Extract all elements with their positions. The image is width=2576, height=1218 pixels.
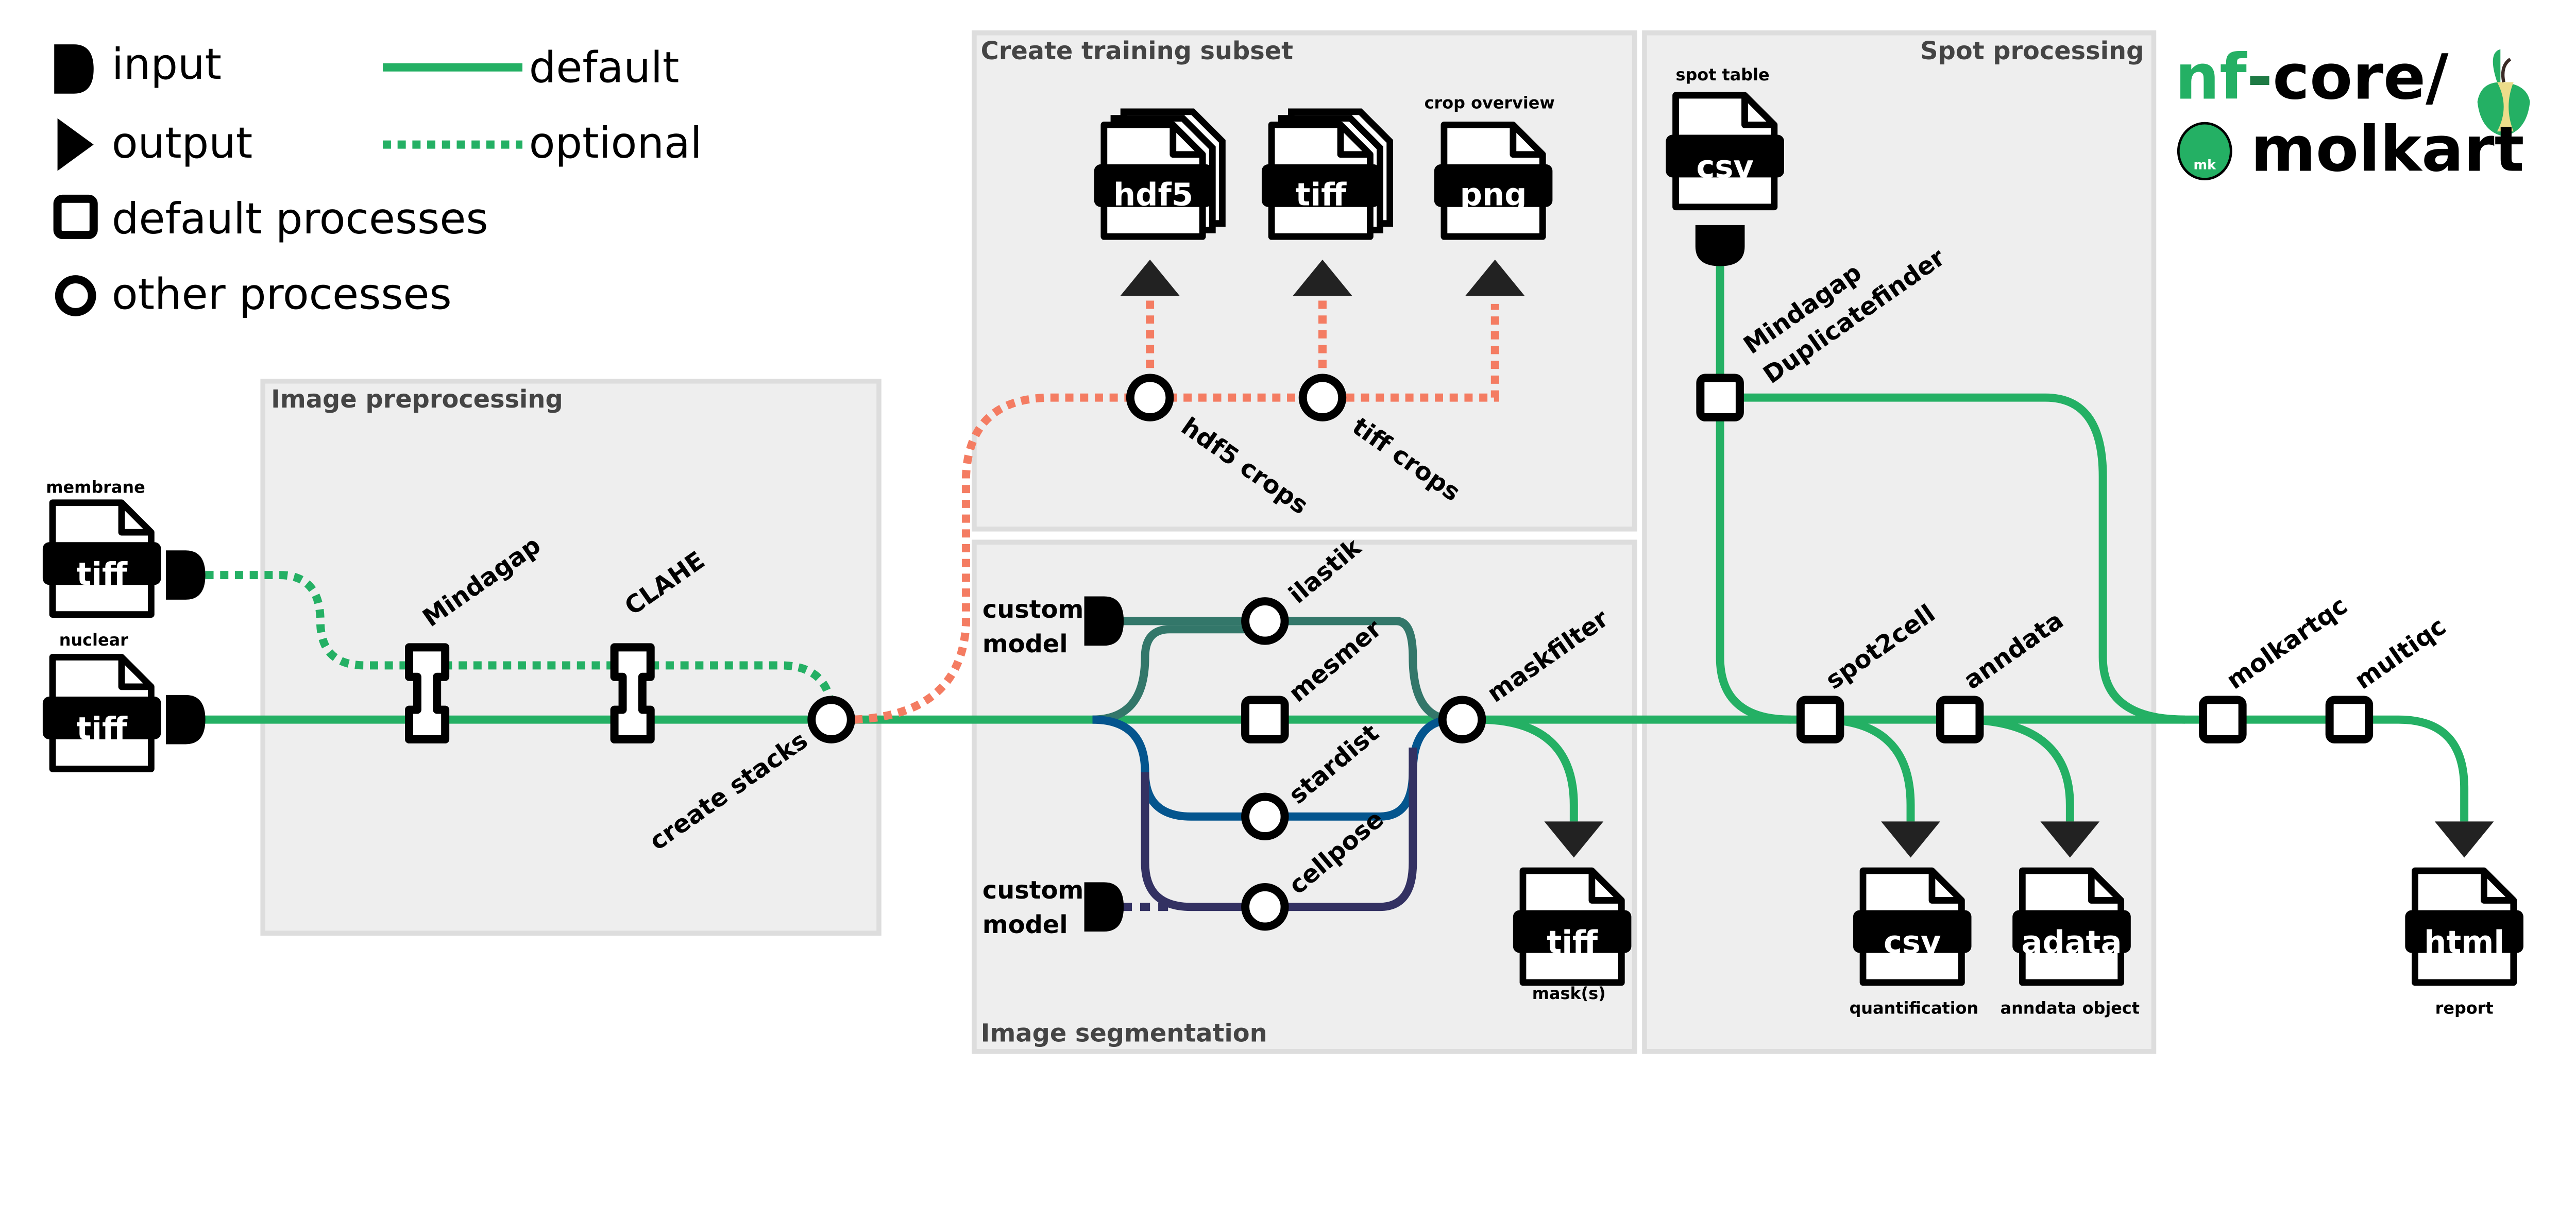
cellpose-line xyxy=(1141,747,1417,911)
legend-optional: optional xyxy=(529,118,702,168)
panel-title: Create training subset xyxy=(981,37,1293,65)
file-format: png xyxy=(1460,177,1527,213)
spot-branch-line xyxy=(1720,393,2185,724)
input-icon xyxy=(166,550,206,600)
main-line xyxy=(197,715,2469,822)
input-icon xyxy=(1084,882,1124,932)
input-icon xyxy=(1695,225,1745,266)
panel-image-preprocessing: Image preprocessing xyxy=(260,379,882,936)
circle-process-icon xyxy=(55,275,96,316)
output-icon xyxy=(2434,821,2494,858)
file-format: csv xyxy=(1884,924,1941,960)
circle-icon xyxy=(1126,374,1174,421)
square-icon xyxy=(1245,700,1285,739)
input-custom-model-2: custom model xyxy=(982,876,1124,939)
adata-output-line xyxy=(1960,715,2074,822)
output-label: report xyxy=(2435,998,2494,1018)
hourglass-icon xyxy=(409,647,445,739)
ilastik-line xyxy=(1122,617,1454,724)
label: model xyxy=(982,911,1068,939)
logo-text-line2: molkart xyxy=(2251,113,2524,186)
legend: input output default processes other pro… xyxy=(53,39,702,319)
output-report: html report xyxy=(2405,821,2523,1018)
circle-icon xyxy=(1241,883,1289,931)
input-spot-table: spot table csv xyxy=(1666,65,1784,266)
circle-icon xyxy=(1241,792,1289,841)
file-format: tiff xyxy=(76,711,128,747)
nf-core-molkart-logo: nf-core/ mk molkart xyxy=(2175,41,2530,186)
square-icon xyxy=(1700,378,1740,417)
output-hdf5: hdf5 xyxy=(1094,112,1223,296)
square-process-icon xyxy=(53,194,98,239)
output-label: crop overview xyxy=(1425,93,1555,112)
process-label: multiqc xyxy=(2350,612,2451,695)
panel-title: Spot processing xyxy=(1920,37,2144,65)
file-format: hdf5 xyxy=(1113,177,1193,213)
circle-icon xyxy=(1438,696,1486,743)
legend-output: output xyxy=(112,118,252,168)
legend-default: default xyxy=(529,42,680,92)
apple-core-icon xyxy=(2477,49,2530,137)
input-label: nuclear xyxy=(59,630,128,650)
legend-input: input xyxy=(112,39,222,89)
output-tiff-crops: tiff xyxy=(1262,112,1390,296)
input-label: spot table xyxy=(1676,65,1770,84)
logo-text-line1: nf-core/ xyxy=(2175,41,2449,113)
input-icon xyxy=(54,44,94,94)
input-label: membrane xyxy=(46,478,145,497)
output-masks: tiff mask(s) xyxy=(1513,821,1632,1003)
file-format: tiff xyxy=(1547,924,1598,960)
hourglass-icon xyxy=(615,647,651,739)
molkart-badge-icon: mk xyxy=(2177,122,2232,180)
panel-title: Image preprocessing xyxy=(271,385,563,414)
output-icon xyxy=(57,118,94,171)
panel-title: Image segmentation xyxy=(981,1020,1267,1048)
mask-output-line xyxy=(1478,715,1578,822)
output-label: quantification xyxy=(1850,998,1979,1018)
square-icon xyxy=(2330,700,2369,739)
output-label: mask(s) xyxy=(1532,984,1606,1003)
file-format: csv xyxy=(1696,149,1753,185)
output-anndata-object: adata anndata object xyxy=(2001,821,2140,1018)
file-format: tiff xyxy=(76,556,128,593)
spot-line xyxy=(1716,266,1791,724)
edges xyxy=(197,266,2469,911)
input-icon xyxy=(166,695,206,745)
input-custom-model-1: custom model xyxy=(982,596,1124,658)
input-nuclear: nuclear tiff xyxy=(43,630,206,769)
square-icon xyxy=(1801,700,1840,739)
label: model xyxy=(982,630,1068,658)
stardist-line xyxy=(1092,715,1454,821)
legend-other-processes: other processes xyxy=(112,269,452,319)
circle-icon xyxy=(807,696,855,743)
training-line xyxy=(854,303,1499,724)
label: custom xyxy=(982,876,1083,905)
file-format: tiff xyxy=(1295,177,1347,213)
input-icon xyxy=(1084,596,1124,646)
label: custom xyxy=(982,596,1083,624)
process-label: molkartqc xyxy=(2222,591,2353,695)
circle-icon xyxy=(1241,597,1289,645)
output-label: anndata object xyxy=(2001,998,2140,1018)
ilastik-branch xyxy=(1092,625,1265,724)
square-icon xyxy=(2203,700,2243,739)
badge-text: mk xyxy=(2194,157,2217,173)
output-crop-overview: crop overview png xyxy=(1425,93,1555,296)
output-quantification: csv quantification xyxy=(1850,821,1979,1018)
file-format: adata xyxy=(2022,924,2122,960)
circle-icon xyxy=(1298,374,1347,421)
input-membrane: membrane tiff xyxy=(43,478,206,615)
file-format: html xyxy=(2424,924,2504,960)
file-stack-icon xyxy=(1094,112,1223,236)
molkart-pipeline-diagram: Image preprocessing Create training subs… xyxy=(0,30,2530,1054)
legend-default-processes: default processes xyxy=(112,194,488,244)
square-icon xyxy=(1940,700,1980,739)
membrane-optional-line xyxy=(205,571,834,700)
file-stack-icon xyxy=(1262,112,1390,236)
